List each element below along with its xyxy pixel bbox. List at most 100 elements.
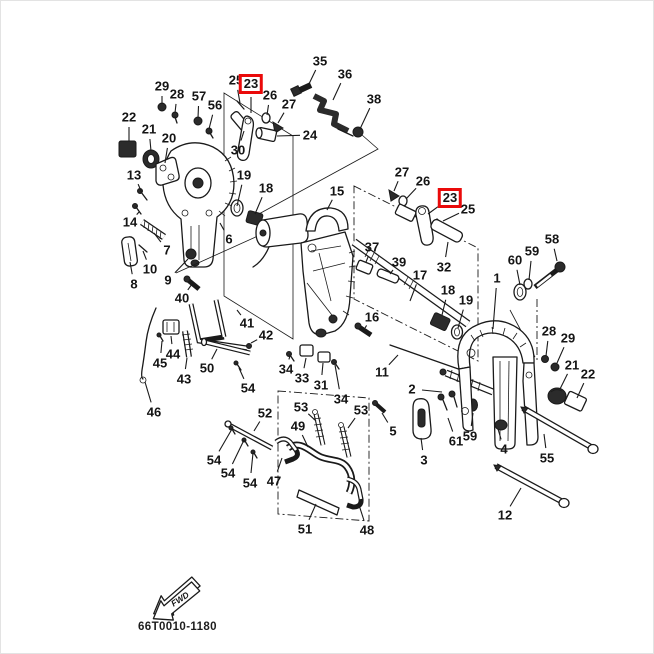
part-label: 39 (391, 254, 407, 270)
part-61-screw (437, 393, 448, 411)
part-34-screw (331, 359, 340, 370)
part-label: 34 (333, 391, 349, 407)
part-label: 47 (266, 473, 282, 489)
center-swivel-bracket (252, 207, 357, 338)
part-4-nut (494, 419, 508, 431)
part-21-knob (547, 387, 567, 405)
part-23-lever (415, 205, 434, 246)
part-label: 19 (458, 292, 474, 308)
part-58-bolt (533, 261, 566, 289)
part-label: 41 (239, 315, 255, 331)
part-label-highlighted: 23 (437, 188, 463, 208)
part-label: 53 (353, 402, 369, 418)
part-19-washer (450, 324, 464, 340)
part-33-collar (299, 344, 314, 357)
diagram-code: 66T0010-1180 (138, 621, 217, 633)
part-label: 27 (281, 96, 297, 112)
part-label: 54 (242, 475, 258, 491)
part-25-pin (236, 100, 245, 110)
right-fasteners (493, 261, 599, 509)
part-55-bolt (520, 405, 599, 455)
part-53-spring (312, 409, 326, 446)
part-label: 1 (493, 270, 501, 286)
part-37-collar (355, 259, 374, 275)
right-clamp-bracket (457, 320, 539, 450)
part-label: 48 (359, 522, 375, 538)
part-label: 26 (262, 87, 278, 103)
part-label: 26 (415, 173, 431, 189)
part-23-lever (236, 115, 255, 162)
part-label: 33 (294, 370, 310, 386)
part-39-pin (376, 268, 400, 284)
part-label: 53 (293, 399, 309, 415)
part-label: 6 (225, 231, 233, 247)
part-12-bolt (493, 463, 570, 509)
part-label: 14 (122, 214, 138, 230)
part-label: 38 (366, 91, 382, 107)
part-label: 17 (412, 267, 428, 283)
part-50-rod (200, 337, 251, 356)
part-54-screw (228, 425, 236, 435)
part-label: 55 (539, 450, 555, 466)
part-36-crank (312, 93, 350, 134)
part-label: 29 (560, 330, 576, 346)
part-label: 21 (564, 357, 580, 373)
part-40-bolt (183, 275, 201, 291)
part-11-rod (389, 344, 468, 373)
part-label: 36 (337, 66, 353, 82)
part-label: 57 (191, 88, 207, 104)
left-tilt-lever-cluster (230, 100, 284, 162)
part-label: 18 (440, 282, 456, 298)
part-label: 28 (169, 86, 185, 102)
part-27-cone (388, 189, 400, 202)
part-28-bolt (541, 355, 549, 363)
part-label: 22 (121, 109, 137, 125)
part-label: 54 (206, 452, 222, 468)
part-label: 45 (152, 355, 168, 371)
part-label: 16 (364, 309, 380, 325)
part-16-bolt (354, 322, 373, 338)
part-60-washer (513, 283, 527, 301)
part-29-nut (550, 362, 560, 372)
part-20-plate (155, 156, 180, 186)
reverse-lock-group (274, 409, 364, 516)
part-label: 22 (580, 366, 596, 382)
part-label: 50 (199, 360, 215, 376)
fwd-arrow: FWD (152, 576, 201, 621)
part-45-screw (156, 332, 164, 342)
part-label: 54 (240, 380, 256, 396)
part-label: 44 (165, 346, 181, 362)
part-34-screw (286, 351, 295, 362)
part-61-screw (448, 390, 458, 408)
part-label: 28 (541, 323, 557, 339)
part-44-block (162, 319, 180, 335)
part-label-highlighted: 23 (238, 74, 264, 94)
part-18-bushing (429, 312, 451, 331)
part-19-washer (230, 199, 244, 217)
part-7-spring (140, 219, 166, 240)
part-label: 59 (462, 428, 478, 444)
part-47-lever (274, 436, 300, 465)
part-label: 61 (448, 433, 464, 449)
part-label: 42 (258, 327, 274, 343)
part-43-spring (181, 330, 194, 358)
part-label: 5 (389, 423, 397, 439)
part-26-washer (261, 112, 271, 124)
part-53-spring (338, 422, 352, 458)
part-22-bushing (118, 140, 137, 158)
part-10-pin (138, 244, 148, 253)
right-tilt-lever-cluster (388, 189, 464, 246)
part-label: 18 (258, 180, 274, 196)
part-label: 27 (394, 164, 410, 180)
part-label: 29 (154, 78, 170, 94)
part-label: 54 (220, 465, 236, 481)
left-small-parts (118, 102, 292, 291)
part-label: 58 (544, 231, 560, 247)
part-label: 15 (329, 183, 345, 199)
part-4-bracket (492, 356, 518, 450)
part-label: 31 (313, 377, 329, 393)
part-label: 9 (164, 272, 172, 288)
part-label: 7 (163, 242, 171, 258)
part-label: 40 (174, 290, 190, 306)
part-label: 3 (420, 452, 428, 468)
